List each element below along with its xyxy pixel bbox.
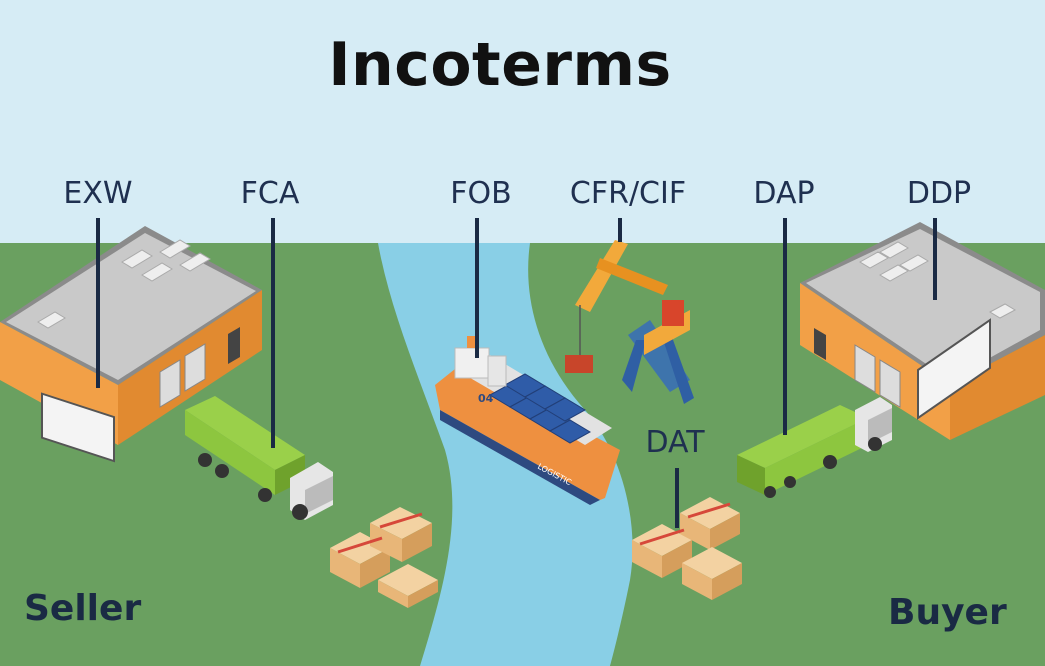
port-crane [565,240,694,404]
cargo-ship [435,336,620,505]
term-label-ddp: DDP [906,176,972,211]
seller-pallets [330,507,438,608]
term-label-fob: FOB [450,176,512,211]
seller-label: Seller [24,588,142,629]
pointer-lines [96,218,937,528]
buyer-pallets [632,497,742,600]
term-label-dat: DAT [645,425,705,460]
ship-hull-number: 04 [478,392,494,405]
page-title: Incoterms [328,30,672,100]
term-label-dap: DAP [753,176,815,211]
seller-warehouse [0,226,262,463]
buyer-warehouse [800,222,1045,440]
term-label-fca: FCA [240,176,300,211]
term-label-cfr-cif: CFR/CIF [569,176,687,211]
seller-truck [185,396,333,520]
buyer-label: Buyer [888,592,1007,633]
term-label-exw: EXW [63,176,133,211]
buyer-truck [737,397,892,498]
